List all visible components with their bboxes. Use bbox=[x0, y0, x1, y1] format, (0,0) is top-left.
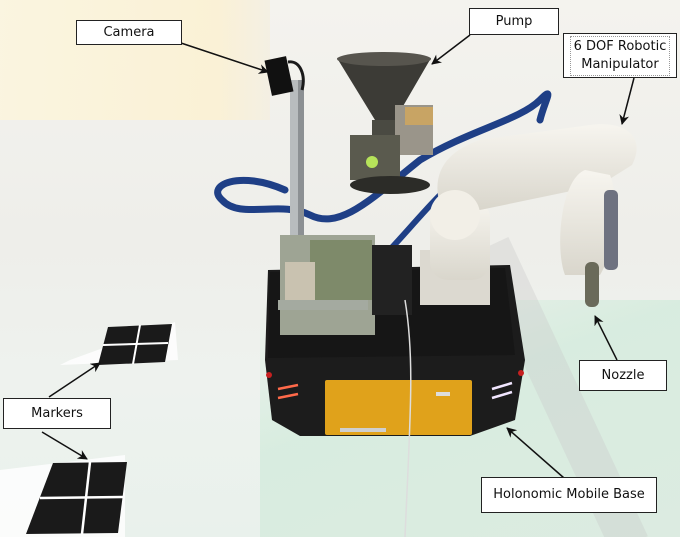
label-manipulator-line1: 6 DOF Robotic bbox=[573, 38, 667, 54]
arrow-base bbox=[506, 427, 565, 479]
annotation-arrows bbox=[41, 34, 635, 479]
label-camera: Camera bbox=[76, 20, 182, 45]
electronics-box bbox=[278, 235, 412, 537]
label-nozzle-text: Nozzle bbox=[601, 367, 645, 383]
label-manipulator-inner: 6 DOF Robotic Manipulator bbox=[569, 35, 671, 76]
label-pump: Pump bbox=[469, 8, 559, 35]
label-markers: Markers bbox=[3, 398, 111, 429]
nozzle-tip bbox=[585, 262, 599, 307]
arrow-camera bbox=[180, 42, 269, 74]
arrow-manipulator bbox=[619, 77, 635, 125]
fiducial-markers-far bbox=[0, 455, 127, 537]
label-nozzle: Nozzle bbox=[579, 360, 667, 391]
arrow-nozzle bbox=[594, 315, 618, 361]
label-camera-text: Camera bbox=[103, 24, 155, 40]
fiducial-markers-near bbox=[60, 322, 178, 365]
base-yellow-panel bbox=[325, 380, 472, 435]
label-manipulator-line2: Manipulator bbox=[581, 56, 659, 72]
label-base-text: Holonomic Mobile Base bbox=[493, 487, 645, 502]
camera-mast bbox=[264, 56, 305, 345]
arrow-markers-far bbox=[41, 431, 88, 460]
arrow-markers-near bbox=[48, 362, 101, 398]
camera-device bbox=[264, 56, 294, 96]
pump bbox=[337, 52, 433, 194]
arrow-pump bbox=[431, 34, 471, 65]
label-markers-text: Markers bbox=[31, 405, 83, 421]
label-base: Holonomic Mobile Base bbox=[481, 477, 657, 513]
led-right bbox=[491, 381, 513, 391]
label-manipulator: 6 DOF Robotic Manipulator bbox=[563, 33, 677, 78]
label-pump-text: Pump bbox=[495, 13, 533, 29]
led-left bbox=[277, 383, 299, 391]
robotic-arm bbox=[420, 124, 637, 307]
